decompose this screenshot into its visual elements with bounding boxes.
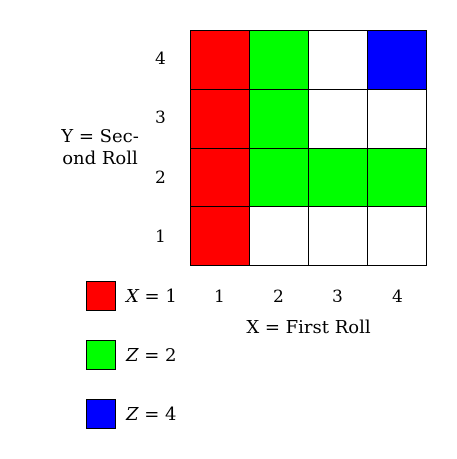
grid-cell-x4-y3: [368, 89, 427, 149]
legend-var: X: [126, 285, 139, 307]
y-axis-title-line1: Y = Sec-: [61, 126, 139, 147]
legend-swatch-green: [86, 340, 116, 370]
grid-cell-x2-y2: [250, 148, 309, 208]
legend-label: Z = 2: [126, 345, 177, 366]
grid-cell-x1-y1: [191, 207, 250, 266]
legend-var: Z: [126, 344, 139, 366]
x-axis-title: X = First Roll: [246, 317, 371, 338]
x-tick-4: 4: [392, 287, 403, 307]
grid-cell-x2-y4: [250, 31, 309, 90]
legend-swatch-red: [86, 281, 116, 311]
y-axis-title-line2: ond Roll: [62, 148, 138, 169]
grid-cell-x3-y2: [309, 148, 368, 208]
probability-grid: [190, 30, 427, 266]
grid-cell-x4-y2: [368, 148, 427, 208]
legend-var: Z: [126, 403, 139, 425]
grid-cell-x1-y2: [191, 148, 250, 208]
grid-cell-x2-y1: [250, 207, 309, 266]
y-tick-1: 1: [155, 227, 166, 247]
legend-eq: = 1: [138, 285, 177, 307]
legend-eq: = 4: [138, 403, 177, 425]
grid-cell-x4-y1: [368, 207, 427, 266]
grid-cell-x3-y3: [309, 89, 368, 149]
legend-eq: = 2: [138, 344, 177, 366]
grid-cell-x2-y3: [250, 89, 309, 149]
legend-label: X = 1: [126, 286, 177, 307]
x-tick-1: 1: [214, 287, 225, 307]
grid-cell-x1-y3: [191, 89, 250, 149]
grid-cell-x3-y1: [309, 207, 368, 266]
legend-item-z4: Z = 4: [86, 398, 177, 430]
y-tick-2: 2: [155, 168, 166, 188]
y-tick-3: 3: [155, 108, 166, 128]
y-axis-title: Y = Sec- ond Roll: [40, 126, 160, 170]
legend-label: Z = 4: [126, 404, 177, 425]
legend-item-x1: X = 1: [86, 280, 177, 312]
y-tick-4: 4: [155, 49, 166, 69]
grid-cell-x1-y4: [191, 31, 250, 90]
x-tick-3: 3: [332, 287, 343, 307]
legend-swatch-blue: [86, 399, 116, 429]
grid-cell-x4-y4: [368, 31, 427, 90]
grid-cell-x3-y4: [309, 31, 368, 90]
legend-item-z2: Z = 2: [86, 339, 177, 371]
x-tick-2: 2: [273, 287, 284, 307]
